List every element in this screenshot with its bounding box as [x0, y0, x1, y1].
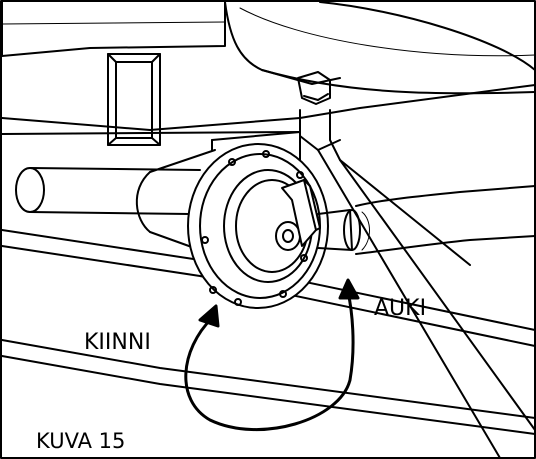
open-label: AUKI: [374, 296, 427, 321]
figure-caption: KUVA 15: [36, 429, 126, 453]
hex-bolt: [297, 71, 331, 105]
tank-body: [1, 1, 536, 95]
valve-lever: [275, 179, 321, 251]
support-leg: [299, 109, 536, 459]
square-tube: [107, 53, 161, 146]
right-pipe: [317, 185, 536, 255]
closed-label: KIINNI: [84, 330, 151, 355]
left-pipe: [15, 149, 216, 251]
direction-arrow: [184, 278, 360, 432]
